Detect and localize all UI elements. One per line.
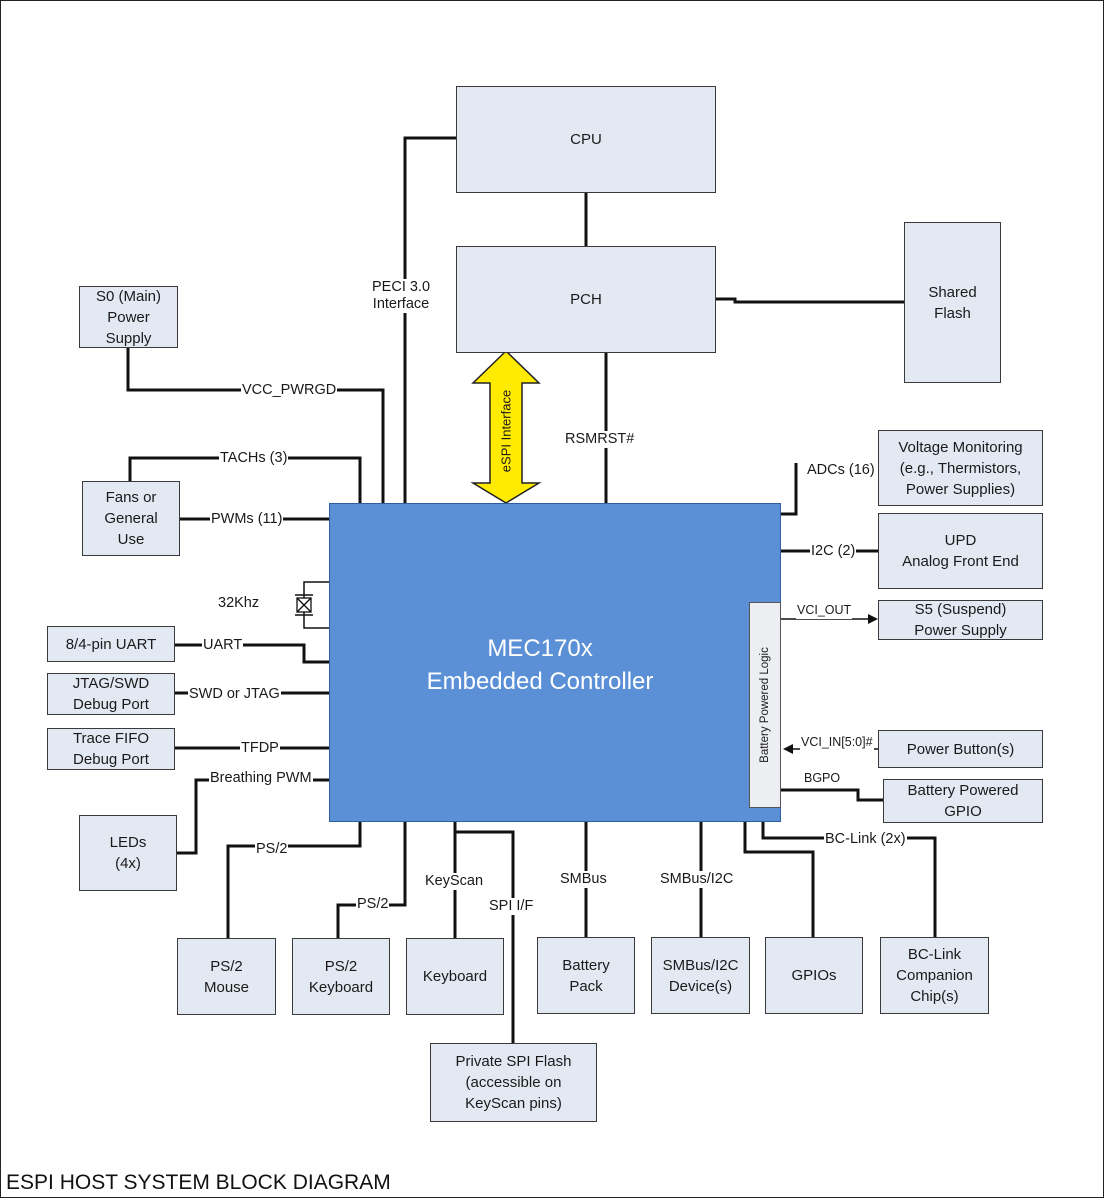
battery-pack-block: Battery Pack: [537, 937, 635, 1014]
s0-power-supply-block: S0 (Main) Power Supply: [79, 286, 178, 348]
wire-uart: [175, 643, 329, 664]
espi-interface-label: eSPI Interface: [498, 389, 514, 473]
vci-out-label: VCI_OUT: [796, 602, 853, 619]
wire-vcc-pwrgd: [126, 347, 385, 503]
private-spi-flash-block: Private SPI Flash (accessible on KeyScan…: [430, 1043, 597, 1122]
shared-flash-block: Shared Flash: [904, 222, 1001, 383]
swd-jtag-label: SWD or JTAG: [188, 686, 281, 703]
power-button-block: Power Button(s): [878, 730, 1043, 768]
ps2-mouse-block: PS/2 Mouse: [177, 938, 276, 1015]
embedded-controller-block: MEC170x Embedded Controller: [329, 503, 781, 822]
smbus-label: SMBus: [559, 871, 608, 888]
pwms-label: PWMs (11): [210, 511, 284, 528]
wire-ps2-keyboard: [336, 822, 407, 938]
vcc-pwrgd-label: VCC_PWRGD: [241, 382, 338, 399]
keyboard-block: Keyboard: [406, 938, 504, 1015]
tachs-label: TACHs (3): [219, 450, 289, 467]
bclink-label: BC-Link (2x): [824, 831, 907, 848]
battery-gpio-block: Battery Powered GPIO: [883, 779, 1043, 823]
rsmrst-label: RSMRST#: [564, 431, 636, 448]
keyscan-label: KeyScan: [424, 873, 485, 890]
wire-gpios: [743, 822, 815, 937]
vci-in-label: VCI_IN[5:0]#: [800, 734, 874, 751]
trace-fifo-block: Trace FIFO Debug Port: [47, 728, 175, 770]
smbus-i2c-label: SMBus/I2C: [659, 871, 735, 888]
wire-ps2-mouse: [226, 822, 362, 938]
wire-pch-shared-flash: [716, 297, 904, 304]
ps2-keyboard-block: PS/2 Keyboard: [292, 938, 390, 1015]
embedded-controller-title: MEC170x Embedded Controller: [426, 635, 654, 695]
tfdp-label: TFDP: [240, 740, 280, 757]
battery-powered-logic-label: Battery Powered Logic: [759, 647, 771, 763]
peci-label: PECI 3.0 Interface: [371, 279, 432, 313]
jtag-debug-block: JTAG/SWD Debug Port: [47, 673, 175, 715]
wire-peci: [403, 136, 456, 503]
upd-afe-block: UPD Analog Front End: [878, 513, 1043, 589]
arrowhead-vci-out: [868, 614, 878, 624]
spi-if-label: SPI I/F: [488, 898, 535, 915]
voltage-monitoring-block: Voltage Monitoring (e.g., Thermistors, P…: [878, 430, 1043, 506]
diagram-caption: ESPI HOST SYSTEM BLOCK DIAGRAM: [6, 1171, 391, 1194]
wire-spi: [455, 830, 515, 1043]
leds-block: LEDs (4x): [79, 815, 177, 891]
adcs-label: ADCs (16): [806, 462, 876, 479]
uart-port-block: 8/4-pin UART: [47, 626, 175, 662]
battery-powered-logic-block: Battery Powered Logic: [749, 602, 781, 808]
bgpo-label: BGPO: [803, 770, 842, 787]
cpu-block: CPU: [456, 86, 716, 193]
arrowhead-vci-in: [783, 744, 793, 754]
breathing-pwm-label: Breathing PWM: [209, 770, 313, 787]
i2c-label: I2C (2): [810, 543, 857, 560]
wire-breathing: [177, 778, 329, 855]
gpios-block: GPIOs: [765, 937, 863, 1014]
wire-bgpo: [781, 788, 883, 802]
crystal-symbol: [295, 594, 313, 616]
crystal-32khz-label: 32Khz: [218, 595, 260, 611]
ps2-keyboard-signal-label: PS/2: [356, 896, 390, 913]
ps2-mouse-signal-label: PS/2: [255, 841, 289, 858]
fans-block: Fans or General Use: [82, 481, 180, 556]
uart-signal-label: UART: [202, 637, 244, 654]
bclink-companion-block: BC-Link Companion Chip(s): [880, 937, 989, 1014]
smbus-device-block: SMBus/I2C Device(s): [651, 937, 750, 1014]
s5-power-supply-block: S5 (Suspend) Power Supply: [878, 600, 1043, 640]
pch-block: PCH: [456, 246, 716, 353]
wire-adcs: [781, 463, 798, 516]
